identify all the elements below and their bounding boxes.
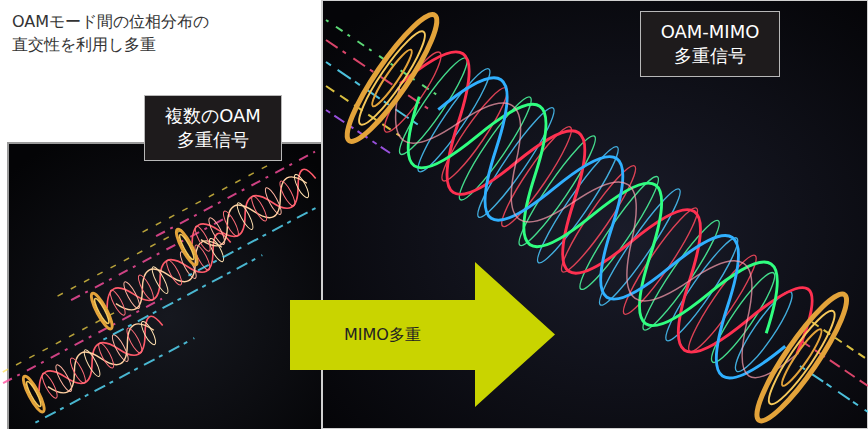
block-arrow: MIMO多重 xyxy=(290,262,555,407)
text-line: 多重信号 xyxy=(165,128,261,152)
note-text: OAMモード間の位相分布の 直交性を利用し多重 xyxy=(12,10,209,56)
node-text: MIMO多重 xyxy=(344,325,421,346)
arrow-fill xyxy=(290,262,555,407)
text-line: 複数のOAM xyxy=(165,104,261,128)
text-line: OAM-MIMO xyxy=(661,20,760,44)
text-line: 多重信号 xyxy=(661,44,760,68)
text-line: MIMO多重 xyxy=(344,325,421,346)
arrow-shape xyxy=(290,262,555,407)
node-text: OAM-MIMO 多重信号 xyxy=(661,20,760,69)
label-box: OAM-MIMO 多重信号 xyxy=(640,11,781,78)
text-line: 直交性を利用し多重 xyxy=(12,33,209,56)
arrow-text-area: MIMO多重 xyxy=(290,300,475,370)
node-text: 複数のOAM 多重信号 xyxy=(165,104,261,153)
text-line: OAMモード間の位相分布の xyxy=(12,10,209,33)
label-box: 複数のOAM 多重信号 xyxy=(144,95,282,162)
